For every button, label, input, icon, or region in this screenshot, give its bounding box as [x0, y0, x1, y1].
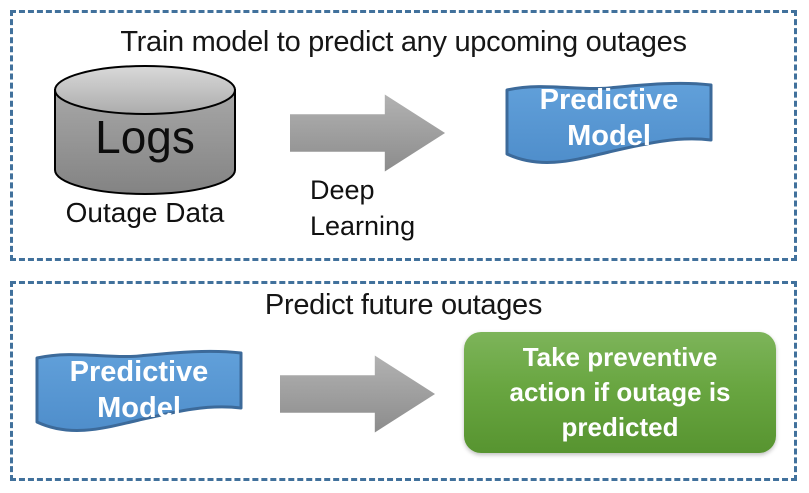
label-line: Model — [97, 392, 181, 424]
predictive-model-shape — [35, 349, 243, 432]
deep-learning-caption: Deep Learning — [310, 172, 490, 244]
flow-arrow-icon — [290, 94, 446, 172]
prediction-panel: Predict future outages Predictive Model — [10, 281, 797, 481]
caption-line: Learning — [310, 211, 416, 241]
action-line: predicted — [561, 412, 679, 442]
database-caption: Outage Data — [65, 197, 225, 228]
database-cylinder-icon — [54, 65, 236, 195]
action-line: Take preventive — [522, 342, 718, 372]
training-panel-title: Train model to predict any upcoming outa… — [120, 26, 687, 58]
prediction-panel-title: Predict future outages — [264, 289, 543, 321]
predictive-model-label: Predictive Model — [503, 82, 715, 154]
label-line: Predictive — [69, 356, 209, 388]
preventive-action-box: Take preventive action if outage is pred… — [464, 332, 776, 453]
training-panel: Train model to predict any upcoming outa… — [10, 10, 797, 261]
label-line: Predictive — [539, 84, 679, 116]
predictive-model-shape — [505, 81, 713, 164]
label-line: Model — [567, 120, 651, 152]
action-line: action if outage is — [509, 377, 731, 407]
predictive-model-label: Predictive Model — [33, 354, 245, 426]
database-label: Logs — [95, 111, 195, 163]
flow-arrow-icon — [280, 355, 436, 433]
caption-line: Deep — [310, 175, 375, 205]
